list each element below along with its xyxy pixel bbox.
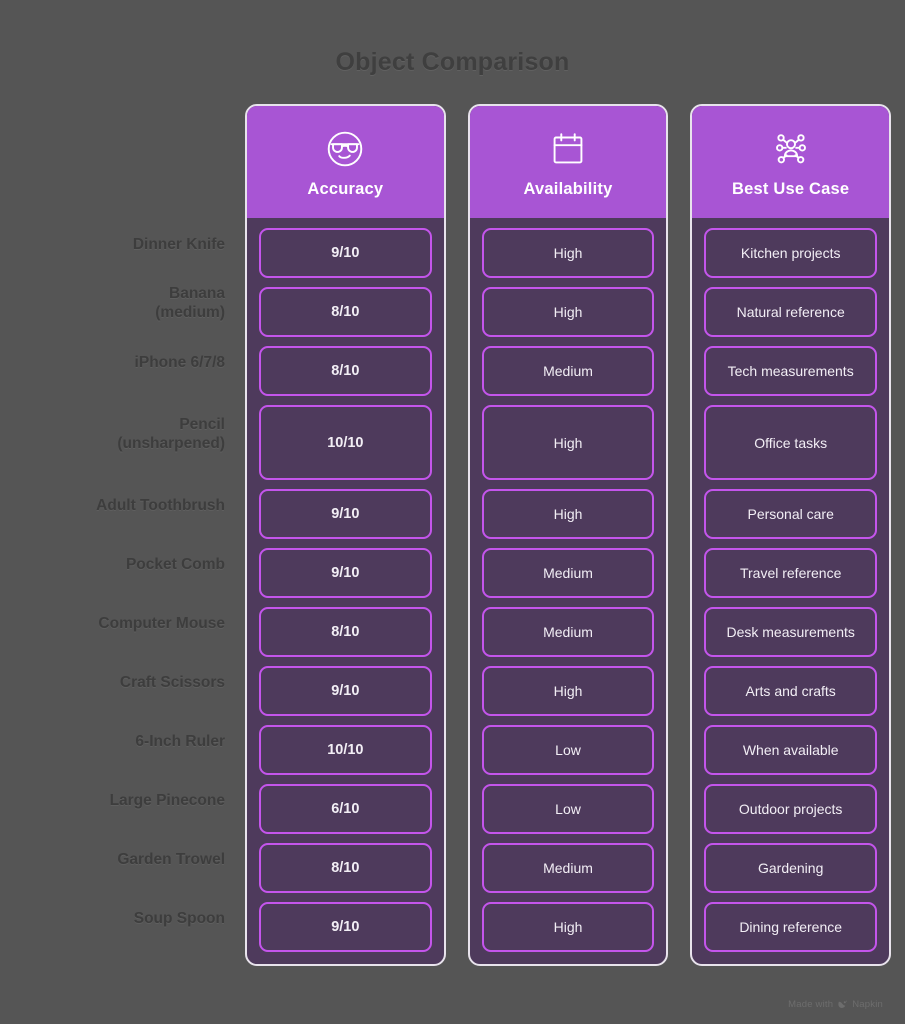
cell-accuracy[interactable]: 6/10: [259, 784, 432, 834]
cell-availability[interactable]: High: [481, 287, 655, 337]
cell-availability[interactable]: High: [481, 666, 655, 716]
cell-best-use-case[interactable]: Arts and crafts: [704, 666, 878, 716]
cell-best-use-case[interactable]: Natural reference: [704, 287, 878, 337]
row-label: Soup Spoon: [14, 894, 245, 944]
cell-best-use-case[interactable]: Tech measurements: [704, 346, 878, 396]
cell-availability[interactable]: Medium: [481, 607, 655, 657]
cell-best-use-case[interactable]: Personal care: [704, 489, 878, 539]
cell-best-use-case[interactable]: Outdoor projects: [704, 784, 878, 834]
row-label-text: Pocket Comb: [125, 555, 225, 573]
cell-best-use-case[interactable]: Office tasks: [704, 405, 878, 480]
cell-availability[interactable]: Medium: [481, 346, 655, 396]
row-label: 6-Inch Ruler: [14, 717, 245, 767]
cell-best-use-case[interactable]: When available: [704, 725, 878, 775]
column-body-accuracy: 9/10 8/10 8/10 10/10 9/10 9/10 8/10 9/10 10/10 6/…: [247, 218, 444, 964]
row-label: Adult Toothbrush: [14, 481, 245, 531]
cell-accuracy[interactable]: 10/10: [259, 405, 432, 480]
row-label: iPhone 6/7/8: [14, 338, 245, 388]
cell-accuracy[interactable]: 10/10: [259, 725, 432, 775]
cell-accuracy[interactable]: 8/10: [259, 843, 432, 893]
column-title: Availability: [523, 179, 613, 198]
page-title: Object Comparison: [335, 48, 570, 76]
row-label-text: Pencil(unsharpened): [117, 415, 225, 452]
cell-availability[interactable]: High: [481, 902, 655, 952]
napkin-watermark: Made with Napkin: [788, 999, 883, 1010]
cell-accuracy[interactable]: 9/10: [259, 548, 432, 598]
row-label-text: Soup Spoon: [133, 909, 225, 927]
cell-best-use-case[interactable]: Kitchen projects: [704, 228, 878, 278]
cell-best-use-case[interactable]: Gardening: [704, 843, 878, 893]
cell-accuracy[interactable]: 9/10: [259, 666, 432, 716]
row-label-text: iPhone 6/7/8: [134, 353, 225, 371]
row-label-text: 6-Inch Ruler: [135, 732, 225, 750]
column-header-accuracy: Accuracy: [247, 106, 444, 218]
cell-best-use-case[interactable]: Travel reference: [704, 548, 878, 598]
row-label-text: Dinner Knife: [132, 235, 225, 253]
row-label-text: Computer Mouse: [98, 614, 225, 632]
cell-availability[interactable]: High: [481, 489, 655, 539]
cell-availability[interactable]: High: [481, 405, 655, 480]
napkin-bird-icon: [837, 999, 848, 1010]
cell-best-use-case[interactable]: Dining reference: [704, 902, 878, 952]
column-header-best-use-case: Best Use Case: [692, 106, 890, 218]
cell-accuracy[interactable]: 9/10: [259, 489, 432, 539]
row-label: Pencil(unsharpened): [14, 397, 245, 472]
cell-availability[interactable]: High: [481, 228, 655, 278]
calendar-icon: [545, 126, 591, 172]
row-label: Banana(medium): [14, 279, 245, 329]
cell-availability[interactable]: Low: [481, 725, 655, 775]
row-label: Computer Mouse: [14, 599, 245, 649]
cell-accuracy[interactable]: 9/10: [259, 228, 432, 278]
cell-best-use-case[interactable]: Desk measurements: [704, 607, 878, 657]
row-label: Dinner Knife: [14, 220, 245, 270]
row-label-text: Craft Scissors: [119, 673, 225, 691]
row-label-text: Adult Toothbrush: [96, 496, 225, 514]
network-hub-person-icon: [768, 126, 814, 172]
cell-availability[interactable]: Medium: [481, 548, 655, 598]
cell-availability[interactable]: Low: [481, 784, 655, 834]
column-header-availability: Availability: [469, 106, 667, 218]
cell-accuracy[interactable]: 8/10: [259, 607, 432, 657]
cell-accuracy[interactable]: 8/10: [259, 346, 432, 396]
cell-accuracy[interactable]: 8/10: [259, 287, 432, 337]
cool-face-sunglasses-icon: [322, 126, 368, 172]
row-label: Garden Trowel: [14, 835, 245, 885]
row-label: Large Pinecone: [14, 776, 245, 826]
watermark-prefix: Made with: [788, 999, 834, 1010]
cell-availability[interactable]: Medium: [481, 843, 655, 893]
row-label: Pocket Comb: [14, 540, 245, 590]
row-label: Craft Scissors: [14, 658, 245, 708]
watermark-brand: Napkin: [852, 999, 883, 1010]
column-title: Best Use Case: [732, 179, 850, 198]
column-title: Accuracy: [307, 179, 384, 198]
row-label-text: Large Pinecone: [109, 791, 225, 809]
row-label-text: Garden Trowel: [117, 850, 225, 868]
cell-accuracy[interactable]: 9/10: [259, 902, 432, 952]
row-label-text: Banana(medium): [155, 285, 225, 321]
